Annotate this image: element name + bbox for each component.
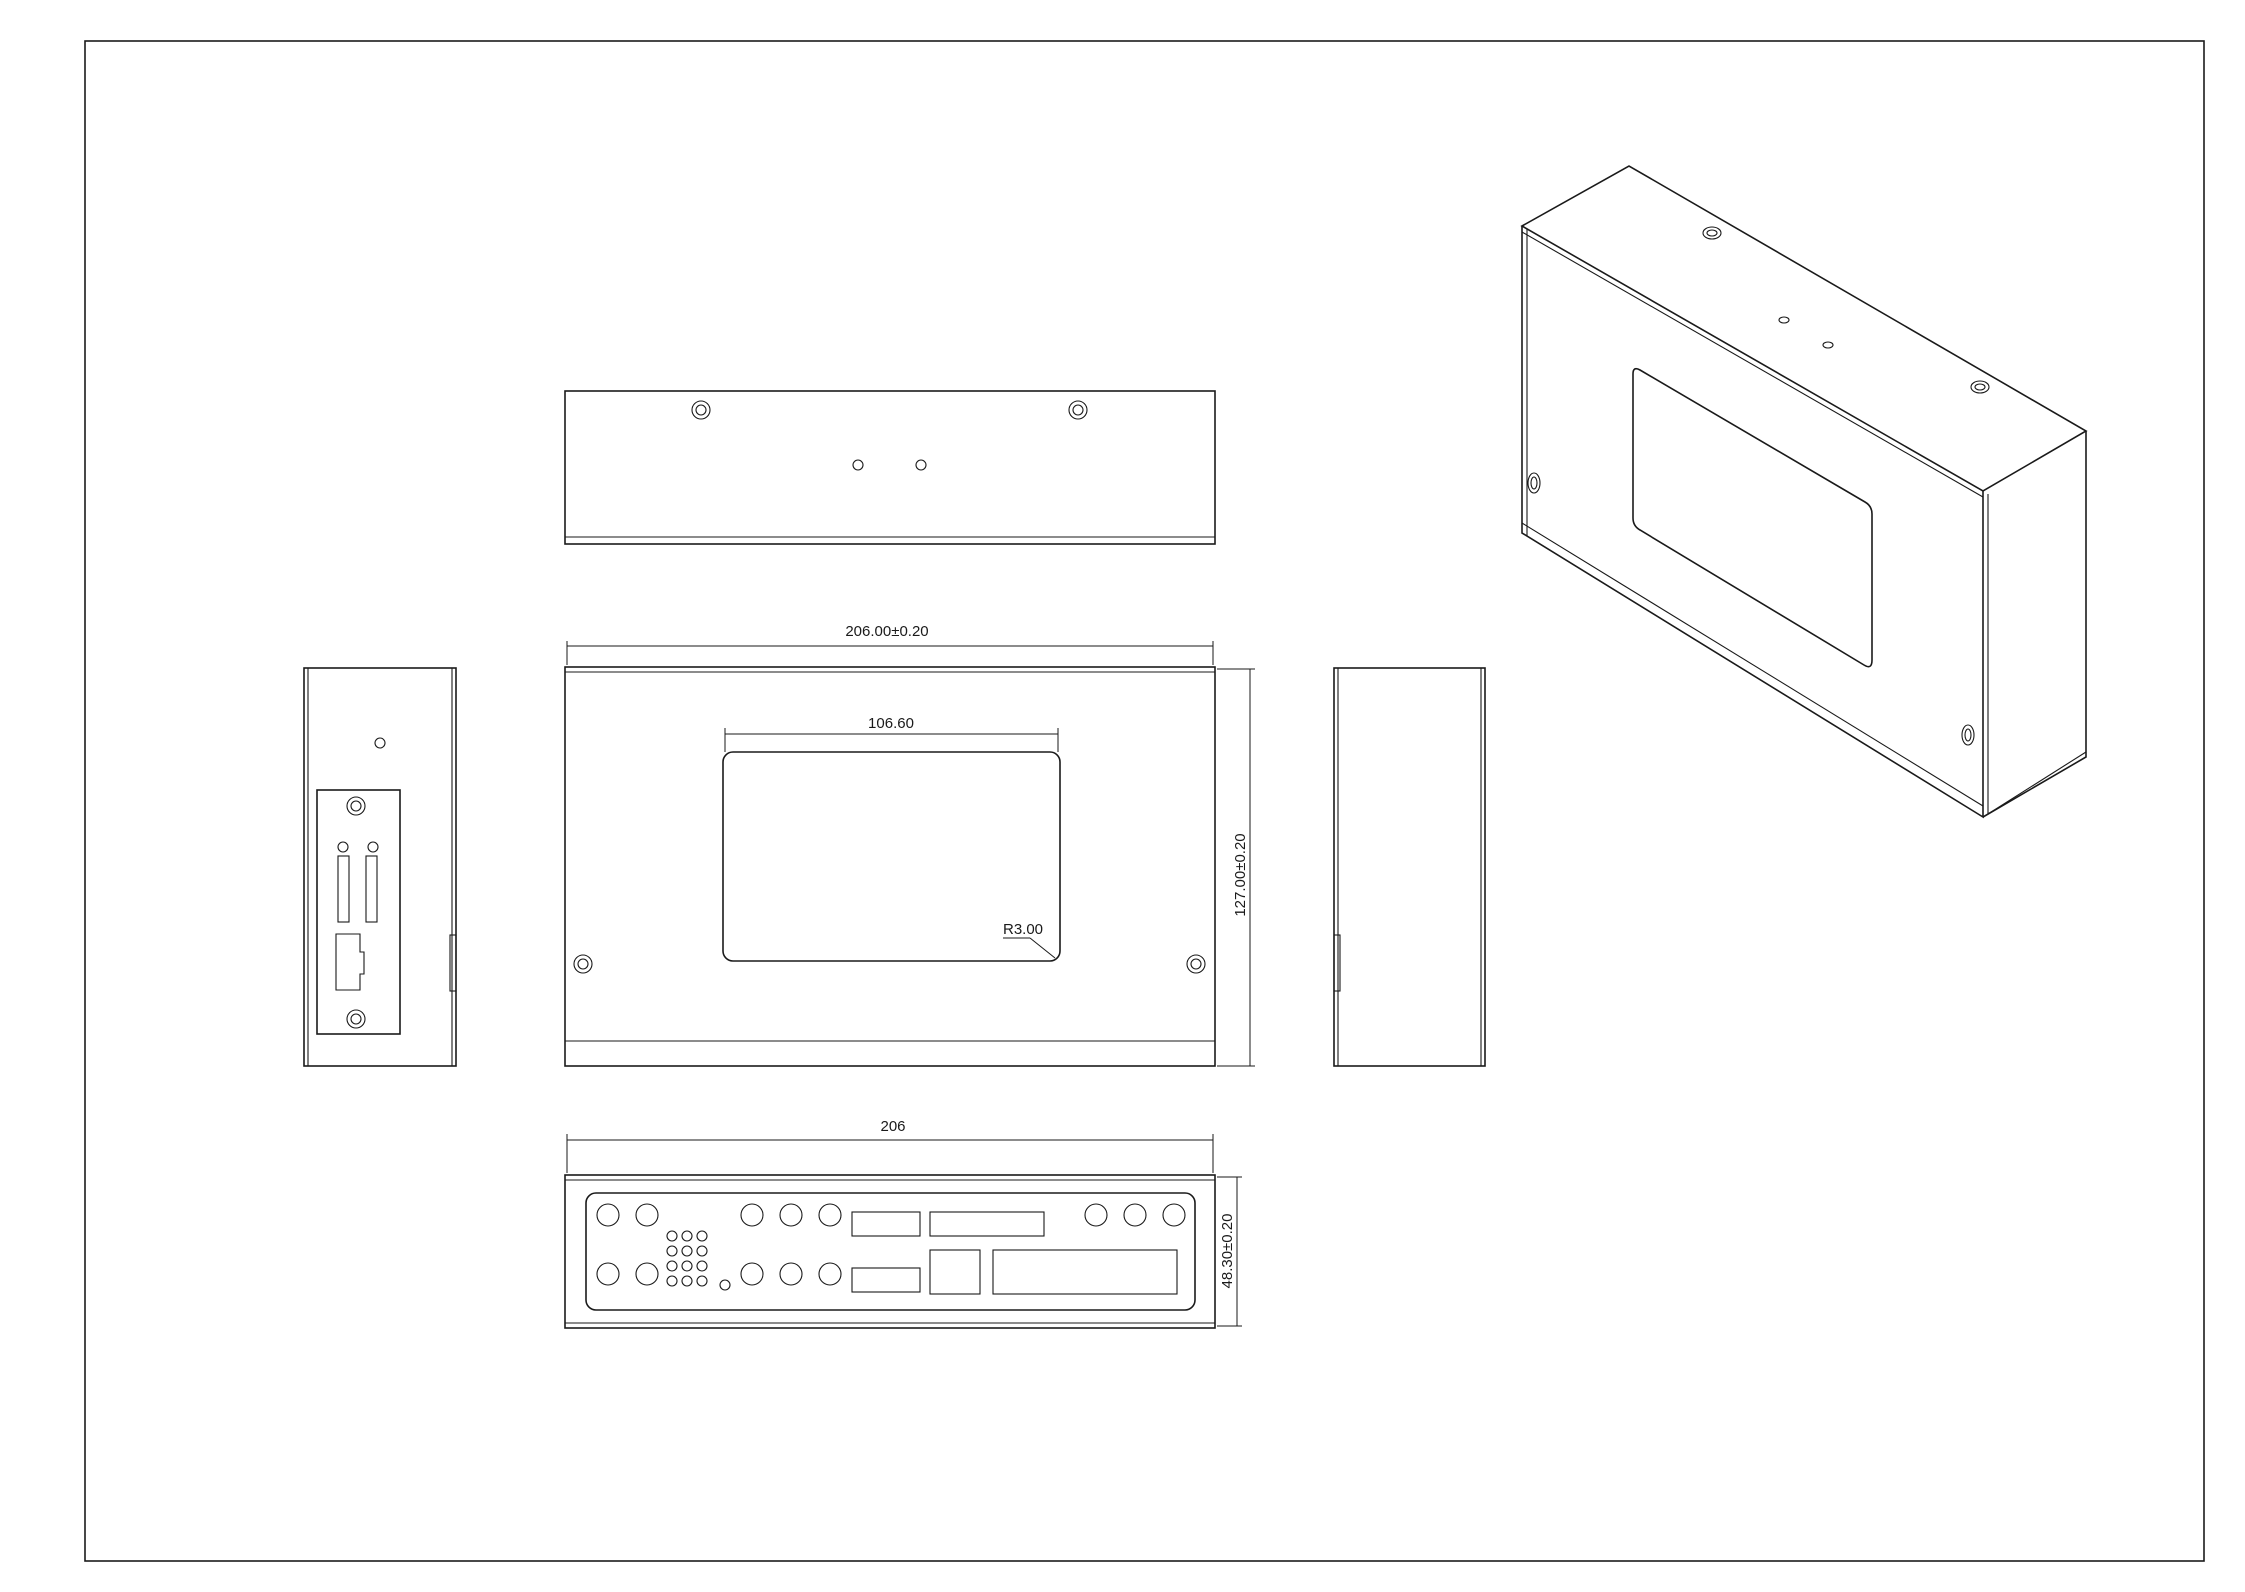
rear-view-port-wide [992,1249,1178,1295]
iso-top-screw-left [1702,226,1722,240]
front-view-screw-right [1186,954,1206,974]
front-view-outline [564,666,1216,1067]
dimension-bottom-width: 206 [566,1118,1214,1173]
dimension-height: 127.00±0.20 [1217,668,1255,1067]
rear-view-port-top-2 [929,1211,1045,1237]
iso-top-hole-1 [1778,316,1790,324]
left-view-ethernet-port [335,933,365,991]
right-view-latch [1333,934,1341,992]
front-view [564,666,1216,1067]
left-view-panel-screw-bottom [346,1009,366,1029]
front-view-screw-left [573,954,593,974]
left-view-slot-left [337,855,350,923]
left-view-panel-screw-top [346,796,366,816]
left-view-led-right [367,841,379,853]
rear-view-pin-grid [666,1230,731,1291]
iso-top-hole-2 [1822,341,1834,349]
dimension-bottom-width-label: 206 [880,1118,905,1135]
top-view-hole-left [852,459,864,471]
top-view-screw-right [1068,400,1088,420]
iso-top-screw-right [1970,380,1990,394]
iso-side-face [1982,431,2087,818]
left-view-led-left [337,841,349,853]
dimension-window-width: 106.60 [724,715,1059,752]
right-side-view [1333,667,1486,1067]
rear-view-outline [564,1174,1216,1329]
rear-view-round-connectors [596,1203,1186,1286]
rear-view-port-square [929,1249,981,1295]
rear-view-port-top-1 [851,1211,921,1237]
dimension-corner-radius: R3.00 [1003,921,1056,959]
iso-display-window [1632,367,1873,668]
isometric-view [1520,165,2088,819]
iso-front-face [1521,226,1984,819]
iso-front-screw-right [1961,724,1975,746]
right-view-outline [1333,667,1486,1067]
left-view-outline [303,667,457,1067]
iso-top-face [1520,165,2088,492]
top-view-hole-right [915,459,927,471]
dimension-depth-label: 48.30±0.20 [1219,1214,1236,1289]
dimension-height-label: 127.00±0.20 [1232,833,1249,916]
top-view [564,390,1216,545]
rear-view-io-plate [585,1192,1196,1311]
dimension-depth: 48.30±0.20 [1217,1176,1242,1327]
sheet-border [84,40,2205,1562]
top-view-outline [564,390,1216,545]
dimension-window-width-label: 106.60 [868,715,914,732]
front-view-display-window [722,751,1061,962]
dimension-width: 206.00±0.20 [566,623,1214,665]
left-side-view [303,667,457,1067]
left-view-latch [449,934,457,992]
left-view-slot-right [365,855,378,923]
rear-io-view [564,1174,1216,1329]
dimension-corner-radius-label: R3.00 [1003,921,1043,938]
left-view-hole [374,737,386,749]
rear-view-port-bottom-1 [851,1267,921,1293]
top-view-screw-left [691,400,711,420]
left-view-io-panel [316,789,401,1035]
dimension-width-label: 206.00±0.20 [845,623,928,640]
iso-front-screw-left [1527,472,1541,494]
